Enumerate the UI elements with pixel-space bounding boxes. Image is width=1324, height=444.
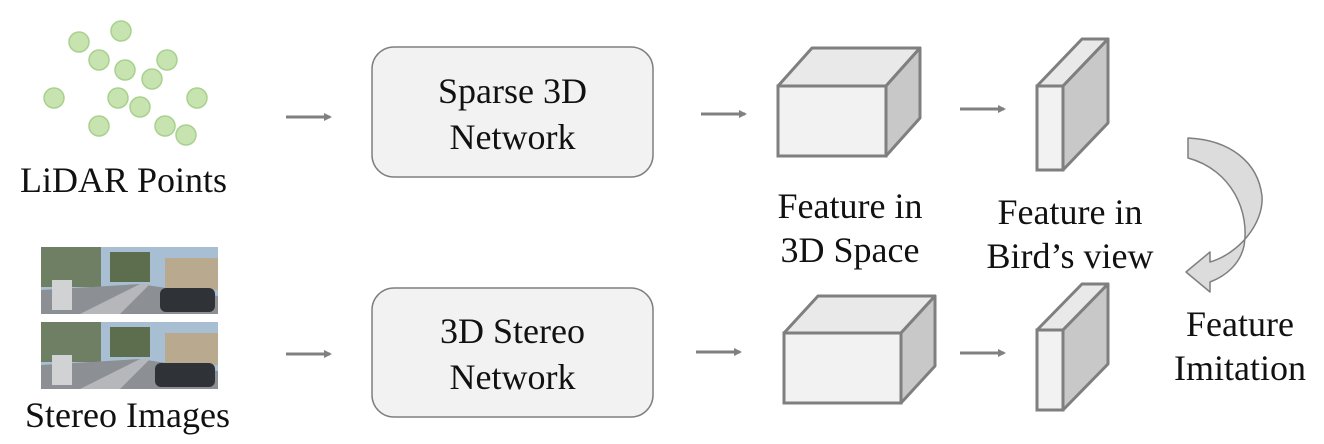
sparse-3d-network-box [371,46,654,178]
feature-birds-view-line2: Bird’s view [986,236,1154,276]
feature-3d-space-line2: 3D Space [780,230,920,270]
3d-stereo-network-label: 3D Stereo Network [372,308,653,400]
sparse-3d-network-line1: Sparse 3D [438,71,587,111]
feature-imitation-line2: Imitation [1174,348,1306,388]
lidar-point [129,96,151,118]
feature-3d-cube-bottom [782,294,937,405]
lidar-point [88,115,110,137]
lidar-points-label: LiDAR Points [19,160,228,200]
feature-birds-view-line1: Feature in [997,192,1143,232]
feature-imitation-line1: Feature [1186,304,1294,344]
feature-imitation-label: Feature Imitation [1165,302,1315,390]
lidar-point [175,124,197,146]
feature-3d-space-line1: Feature in [777,186,923,226]
feature-3d-cube-top [776,46,922,158]
lidar-point [68,31,90,53]
lidar-point [141,68,163,90]
lidar-point [186,87,208,109]
stereo-images-label: Stereo Images [25,395,230,435]
lidar-point [156,49,178,71]
sparse-3d-network-line2: Network [449,117,576,157]
3d-stereo-network-line2: Network [449,357,576,397]
bev-feature-slab-top [1035,37,1110,172]
lidar-point [107,87,129,109]
sparse-3d-network-label: Sparse 3D Network [372,68,653,160]
stereo-image-bottom [41,322,218,389]
lidar-point [43,87,65,109]
feature-3d-space-label: Feature in 3D Space [755,184,945,272]
lidar-point [88,49,110,71]
lidar-point [154,115,176,137]
feature-birds-view-label: Feature in Bird’s view [975,190,1165,278]
feature-imitation-arrow [1185,137,1263,293]
lidar-point [110,20,132,42]
lidar-point-cloud [43,20,208,146]
bev-feature-slab-bottom [1035,282,1110,412]
lidar-point [114,59,136,81]
3d-stereo-network-box [371,287,654,418]
3d-stereo-network-line1: 3D Stereo [440,311,585,351]
stereo-image-top [41,247,218,314]
